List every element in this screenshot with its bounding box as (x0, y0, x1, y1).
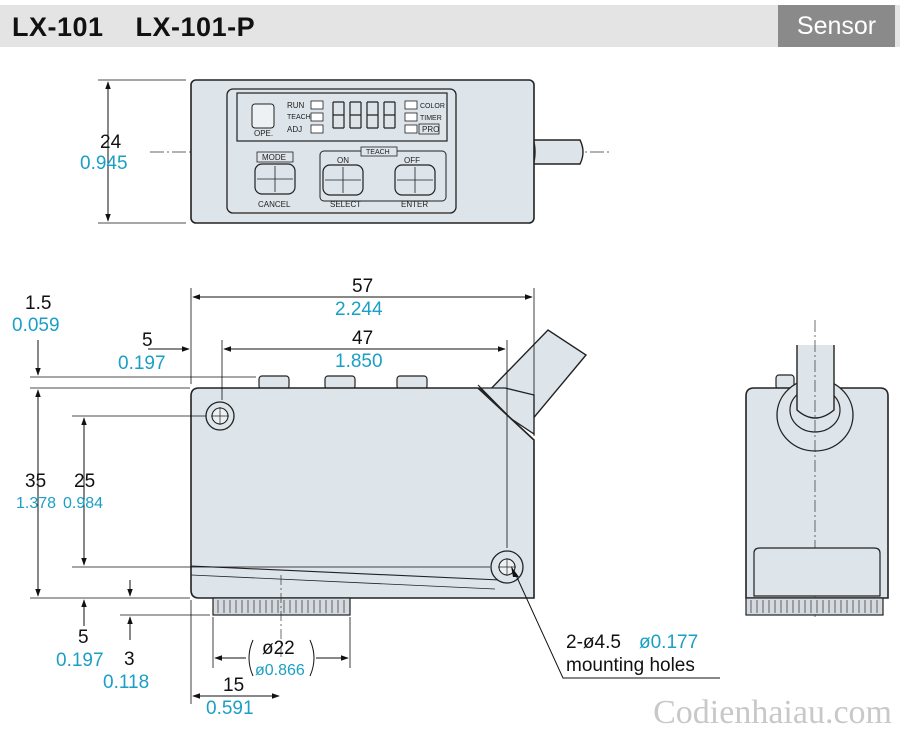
adjustment-knob (212, 597, 351, 616)
label-enter: ENTER (401, 200, 428, 209)
label-timer: TIMER (420, 115, 442, 122)
knob-offset-mm: 15 (223, 675, 244, 696)
top-button-2 (324, 375, 356, 390)
top-button-1 (258, 375, 290, 390)
knob-height-mm: 3 (124, 649, 135, 670)
label-teach-group: TEACH (366, 149, 390, 156)
end-view (745, 320, 889, 620)
bottom-offset-inch: 0.197 (56, 650, 104, 671)
title-bar: LX-101 LX-101-P Sensor (0, 5, 900, 47)
label-adj: ADJ (287, 125, 302, 134)
holes-inch: ø0.177 (639, 632, 698, 653)
label-run: RUN (287, 101, 305, 110)
watermark: Codienhaiau.com (653, 694, 892, 731)
top-offset-mm: 1.5 (25, 293, 51, 314)
knob-offset-inch: 0.591 (206, 698, 254, 719)
knob-height-inch: 0.118 (103, 672, 149, 693)
category-badge: Sensor (778, 5, 895, 47)
bottom-offset-mm: 5 (78, 627, 89, 648)
label-mode: MODE (262, 153, 286, 162)
pitch-inch: 1.850 (335, 351, 383, 372)
label-pro: PRO (422, 125, 439, 134)
ope-indicator (251, 103, 275, 129)
left-offset-inch: 0.197 (118, 353, 166, 374)
label-on: ON (337, 156, 349, 165)
label-teach: TEACH (287, 114, 311, 121)
height-inch: 1.378 (16, 495, 56, 512)
holes-mm: 2-ø4.5 (566, 632, 621, 653)
front-height-inch: 0.945 (80, 153, 128, 174)
sensor-body-end (745, 387, 889, 599)
digit-display (332, 101, 396, 129)
front-view: OPE. RUN TEACH ADJ COLOR TIMER PRO MODE … (80, 79, 612, 224)
label-off: OFF (404, 156, 420, 165)
knob-diameter-inch: ø0.866 (255, 662, 305, 679)
sensor-body-side (190, 387, 535, 599)
length-mm: 57 (352, 276, 373, 297)
holes-label: mounting holes (566, 655, 695, 676)
front-height-mm: 24 (100, 132, 122, 153)
length-inch: 2.244 (335, 299, 383, 320)
label-select: SELECT (330, 200, 361, 209)
height-mm: 35 (25, 471, 46, 492)
hole-pitch-mm: 25 (74, 471, 95, 492)
top-button-3 (396, 375, 428, 390)
side-view: 57 2.244 47 1.850 5 0.197 1.5 0.059 35 1… (12, 276, 720, 719)
hole-pitch-inch: 0.984 (63, 495, 103, 512)
knob-diameter-mm: ø22 (262, 638, 295, 659)
top-offset-inch: 0.059 (12, 315, 60, 336)
pitch-mm: 47 (352, 328, 373, 349)
end-knob (745, 597, 884, 616)
label-color: COLOR (420, 103, 445, 110)
label-cancel: CANCEL (258, 200, 291, 209)
left-offset-mm: 5 (142, 330, 153, 351)
page-title: LX-101 LX-101-P (12, 12, 256, 42)
label-ope: OPE. (254, 129, 273, 138)
